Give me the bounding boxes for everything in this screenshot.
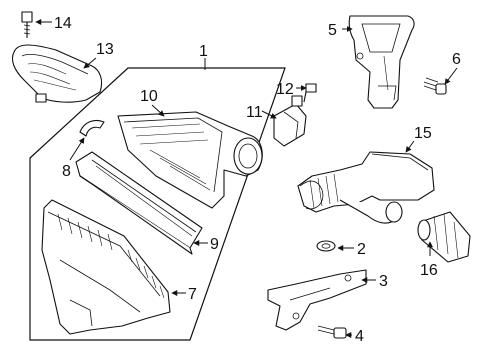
leader-8 <box>69 137 85 161</box>
part-9-filter <box>75 151 203 255</box>
part-3-bracket <box>267 269 367 331</box>
part-16-coupler <box>417 211 471 263</box>
part-12-bolt <box>303 83 317 103</box>
callout-1: 1 <box>199 43 208 60</box>
callout-6: 6 <box>452 51 461 68</box>
callout-12: 12 <box>276 81 294 98</box>
leader-15 <box>405 140 415 153</box>
callout-13: 13 <box>96 41 114 58</box>
callout-5: 5 <box>328 22 337 39</box>
part-2-grommet <box>316 240 336 252</box>
callout-14: 14 <box>54 15 72 32</box>
callout-2: 2 <box>357 241 366 258</box>
callout-9: 9 <box>210 236 219 253</box>
callout-3: 3 <box>379 273 388 290</box>
part-4-bolt <box>317 325 347 339</box>
callout-7: 7 <box>188 286 197 303</box>
part-6-bolt <box>423 77 447 95</box>
part-8-clip <box>79 119 105 137</box>
part-15-intake-tube <box>297 151 435 224</box>
callout-8: 8 <box>62 163 71 180</box>
part-7-housing <box>41 199 171 335</box>
part-13-intake-duct <box>11 44 103 103</box>
callout-4: 4 <box>355 328 364 345</box>
assembly-outline <box>29 67 286 341</box>
leader-13 <box>83 57 97 69</box>
callout-16: 16 <box>420 262 438 279</box>
part-11-sensor <box>273 95 307 147</box>
callout-11: 11 <box>246 104 263 121</box>
part-5-bracket <box>348 15 415 109</box>
callout-15: 15 <box>414 125 432 142</box>
callout-10: 10 <box>140 88 158 105</box>
leader-10 <box>151 104 165 117</box>
leader-6 <box>444 67 458 85</box>
leader-11 <box>261 110 277 119</box>
part-10-cover <box>117 111 263 209</box>
part-14-bolt <box>21 11 33 38</box>
